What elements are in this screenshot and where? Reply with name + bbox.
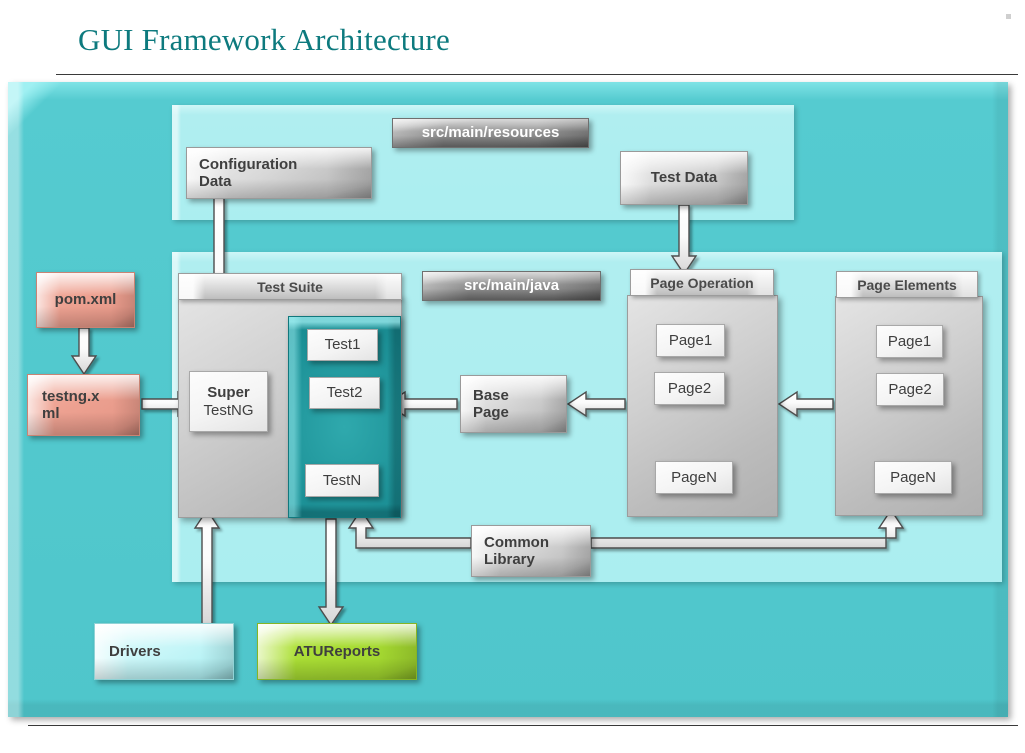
page-elements-item-2[interactable]: PageN xyxy=(874,461,952,494)
tag-src-main-resources: src/main/resources xyxy=(392,118,589,148)
page-elements-item-1[interactable]: Page2 xyxy=(876,373,944,406)
page-elements-header: Page Elements xyxy=(836,271,978,298)
page-elements-item-1-label: Page2 xyxy=(888,380,932,398)
tag-src-main-java-label: src/main/java xyxy=(463,277,560,295)
test-data-box[interactable]: Test Data xyxy=(620,151,748,205)
base-page-label: Base Page xyxy=(473,386,509,421)
page-operation-header-label: Page Operation xyxy=(650,274,754,291)
configuration-data-box[interactable]: Configuration Data xyxy=(186,147,372,199)
page-elements-header-label: Page Elements xyxy=(857,276,957,293)
page-operation-item-1[interactable]: Page2 xyxy=(654,372,725,405)
page-operation-item-1-label: Page2 xyxy=(667,379,712,397)
test-item-0-label: Test1 xyxy=(324,336,361,354)
test-item-1-label: Test2 xyxy=(326,384,363,402)
atureports-label: ATUReports xyxy=(293,642,381,660)
page-operation-item-2-label: PageN xyxy=(671,468,717,486)
testng-xml-label: testng.x ml xyxy=(42,387,100,422)
page-operation-header: Page Operation xyxy=(630,269,774,296)
test-suite-header: Test Suite xyxy=(178,273,402,300)
pom-xml-box[interactable]: pom.xml xyxy=(36,272,135,328)
test-item-1[interactable]: Test2 xyxy=(309,377,380,409)
test-item-2[interactable]: TestN xyxy=(305,464,379,497)
pom-xml-label: pom.xml xyxy=(54,291,117,309)
title-divider xyxy=(56,74,1018,75)
common-library-box[interactable]: Common Library xyxy=(471,525,591,577)
testng-xml-box[interactable]: testng.x ml xyxy=(27,374,140,436)
base-page-box[interactable]: Base Page xyxy=(460,375,567,433)
test-item-2-label: TestN xyxy=(322,471,362,489)
test-item-0[interactable]: Test1 xyxy=(307,329,378,361)
footer-divider xyxy=(28,725,1018,726)
page-operation-item-2[interactable]: PageN xyxy=(655,461,733,494)
super-testng-label: Super TestNG xyxy=(203,384,254,419)
page-operation-item-0[interactable]: Page1 xyxy=(656,324,725,357)
page-elements-item-0-label: Page1 xyxy=(887,332,932,350)
corner-marker xyxy=(1006,14,1011,19)
atureports-box[interactable]: ATUReports xyxy=(257,623,417,680)
drivers-box[interactable]: Drivers xyxy=(94,623,234,680)
page-elements-item-0[interactable]: Page1 xyxy=(876,325,943,358)
test-data-label: Test Data xyxy=(650,169,718,187)
tag-src-main-resources-label: src/main/resources xyxy=(421,124,560,142)
page-elements-item-2-label: PageN xyxy=(890,468,936,486)
super-testng-box[interactable]: Super TestNG xyxy=(189,371,268,432)
test-suite-header-label: Test Suite xyxy=(257,278,323,295)
configuration-data-label: Configuration Data xyxy=(199,155,298,190)
common-library-label: Common Library xyxy=(484,533,549,568)
page-title: GUI Framework Architecture xyxy=(78,22,450,57)
page-operation-item-0-label: Page1 xyxy=(668,331,713,349)
drivers-label: Drivers xyxy=(109,642,161,660)
tag-src-main-java: src/main/java xyxy=(422,271,601,301)
